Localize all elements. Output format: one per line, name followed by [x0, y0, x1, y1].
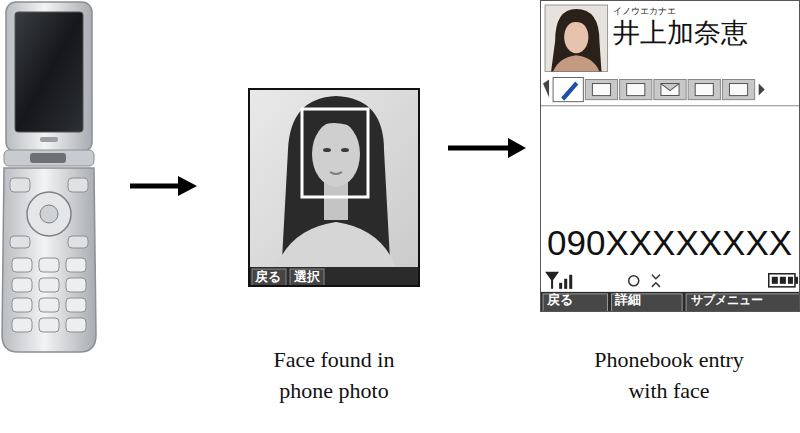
- screen-picture: [312, 121, 360, 187]
- screen-picture: [545, 5, 607, 71]
- screen-picture: [695, 84, 713, 96]
- screen-picture: [629, 276, 639, 286]
- screen-picture: [585, 80, 617, 100]
- flip-phone-keypad: [40, 205, 58, 223]
- flip-phone-keypad: [27, 192, 71, 236]
- flip-phone-keypad: [12, 258, 32, 272]
- phone-number: 090XXXXXXXX: [547, 223, 792, 263]
- screen-picture: [310, 120, 362, 140]
- screen-picture: [541, 292, 799, 311]
- flip-phone-keypad: [66, 278, 86, 292]
- flow-arrow: [448, 138, 526, 158]
- screen-picture: [341, 148, 349, 152]
- screen-picture: [772, 277, 778, 284]
- flip-phone-top: [15, 12, 83, 132]
- screen-picture: [250, 90, 418, 285]
- screen-picture: [561, 82, 578, 101]
- flip-phone-keypad: [68, 236, 88, 248]
- flip-phone-top: [40, 137, 58, 142]
- contact-name: 井上加奈恵: [613, 17, 748, 48]
- screen-picture: [323, 148, 331, 152]
- caption: Face found in phone photo: [248, 344, 420, 406]
- flip-phone-keypad: [12, 278, 32, 292]
- screen-picture: [654, 80, 686, 100]
- screen-picture: [627, 84, 645, 96]
- softkey-label: 選択: [294, 270, 320, 285]
- flip-phone-keypad: [39, 298, 59, 312]
- arrow-from-phone: [130, 176, 197, 196]
- screen-picture: [563, 19, 591, 31]
- flip-phone-keypad: [39, 318, 59, 332]
- flip-phone-keypad: [66, 298, 86, 312]
- screen-picture: [769, 274, 795, 287]
- screen-picture: [788, 277, 793, 284]
- screen-picture: [330, 172, 342, 174]
- screen-picture: [252, 269, 286, 285]
- caption: Phonebook entry with face: [578, 344, 760, 406]
- screen-picture: [543, 80, 549, 98]
- flip-phone-keypad: [12, 318, 32, 332]
- kana-reading: イノウエカナエ: [613, 6, 676, 16]
- screen-picture: [547, 273, 557, 289]
- screen-picture: [559, 283, 562, 289]
- screen-picture: [620, 80, 652, 100]
- screen-picture: [250, 267, 418, 285]
- flip-phone-top: [6, 2, 92, 152]
- screen-picture: [250, 90, 418, 285]
- softkey-label: サブメニュー: [691, 294, 763, 308]
- flip-phone-keypad: [10, 236, 30, 248]
- softkey-label: 戻る: [547, 293, 573, 308]
- screen-picture: [541, 105, 799, 106]
- screen-picture: [564, 279, 567, 289]
- arrow-shaft: [448, 146, 510, 151]
- screen-picture: [729, 84, 747, 96]
- screen-picture: [612, 294, 683, 311]
- flip-phone-keypad: [2, 168, 96, 352]
- screen-picture: [759, 84, 765, 96]
- screen-picture: [722, 80, 754, 100]
- flip-phone-hinge: [4, 150, 94, 166]
- screen-picture: [302, 109, 368, 197]
- screen-picture: [592, 84, 610, 96]
- flip-phone-keypad: [2, 168, 96, 352]
- screen-picture: [795, 277, 798, 284]
- flip-phone-keypad: [12, 298, 32, 312]
- screen-picture: [780, 277, 786, 284]
- softkey-label: 詳細: [615, 293, 641, 308]
- screen-picture: [564, 21, 588, 53]
- flip-phone-hinge: [30, 153, 66, 163]
- flip-phone-keypad: [68, 178, 88, 192]
- arrow-head: [508, 138, 526, 158]
- screen-picture: [553, 77, 583, 101]
- phone-photo-screen: 戻る選択: [248, 88, 420, 287]
- flip-phone-hinge: [4, 150, 94, 166]
- flip-phone-keypad: [66, 258, 86, 272]
- softkey-label: 戻る: [255, 270, 281, 285]
- flip-phone-top: [6, 2, 92, 152]
- arrow-from-phone: [178, 176, 197, 196]
- screen-picture: [652, 275, 660, 287]
- screen-picture: [553, 55, 599, 71]
- screen-picture: [541, 1, 799, 311]
- flip-phone-keypad: [39, 258, 59, 272]
- arrow-from-phone: [130, 184, 180, 189]
- screen-picture: [290, 269, 324, 285]
- screen-picture: [686, 294, 799, 311]
- screen-picture: [688, 80, 720, 100]
- screen-picture: [543, 294, 608, 311]
- phonebook-screen: イノウエカナエ井上加奈恵 090XXXXXXXX 戻る 詳細 サブメニュー: [540, 0, 800, 312]
- flip-phone-keypad: [66, 318, 86, 332]
- flip-phone-keypad: [10, 178, 30, 192]
- flip-phone-keypad: [39, 278, 59, 292]
- screen-picture: [661, 84, 679, 96]
- screen-picture: [551, 9, 601, 71]
- screen-picture: [569, 275, 572, 289]
